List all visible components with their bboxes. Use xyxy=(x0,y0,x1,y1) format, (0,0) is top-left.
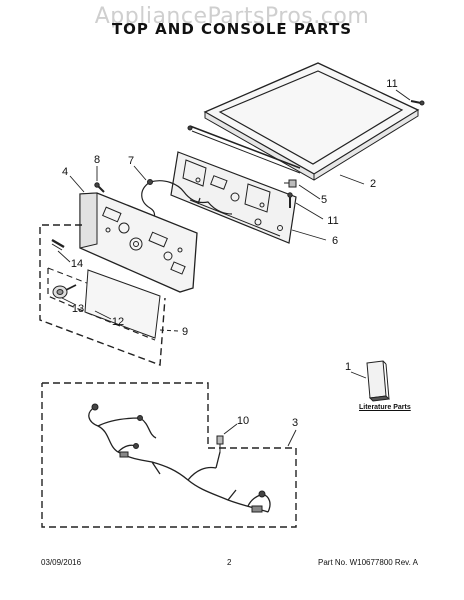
knob xyxy=(52,285,68,299)
footer-part-number: Part No. W10677800 Rev. A xyxy=(318,558,418,567)
callout-5: 5 xyxy=(320,194,328,206)
screw-8 xyxy=(94,182,105,193)
main-wire-harness xyxy=(88,406,271,513)
callout-8: 8 xyxy=(93,154,101,166)
callout-9: 9 xyxy=(181,326,189,338)
literature-booklet xyxy=(366,360,391,402)
callout-4: 4 xyxy=(61,166,69,178)
console-panel xyxy=(79,192,198,293)
screw-11-lower xyxy=(287,192,293,208)
clip-10 xyxy=(216,435,224,452)
callout-13: 13 xyxy=(71,303,85,315)
callout-11-lower: 11 xyxy=(327,215,339,227)
callout-1: 1 xyxy=(344,361,352,373)
callout-10: 10 xyxy=(236,415,250,427)
callout-2: 2 xyxy=(369,178,377,190)
page-title: TOP AND CONSOLE PARTS xyxy=(111,20,353,38)
footer-date: 03/09/2016 xyxy=(41,558,82,567)
callout-12: 12 xyxy=(111,316,125,328)
callout-14: 14 xyxy=(70,258,84,270)
watermark: AppliancePartsPros.com xyxy=(94,4,370,29)
main-harness-group xyxy=(41,382,297,528)
callout-11-top: 11 xyxy=(386,78,398,90)
screw-5 xyxy=(284,179,297,188)
callout-7: 7 xyxy=(127,155,135,167)
literature-parts-label: Literature Parts xyxy=(359,404,411,411)
leader-lines xyxy=(57,165,367,447)
console-rail xyxy=(187,125,301,174)
callout-3: 3 xyxy=(291,417,299,429)
knob-kit-group xyxy=(39,224,166,366)
knob-overlay xyxy=(84,269,161,339)
screw-11-top xyxy=(410,100,425,106)
console-back xyxy=(170,151,297,244)
top-panel xyxy=(203,62,420,181)
knob-inner-group xyxy=(47,268,156,341)
callout-6: 6 xyxy=(331,235,339,247)
clip-14 xyxy=(51,238,65,251)
footer-page-number: 2 xyxy=(227,558,232,567)
